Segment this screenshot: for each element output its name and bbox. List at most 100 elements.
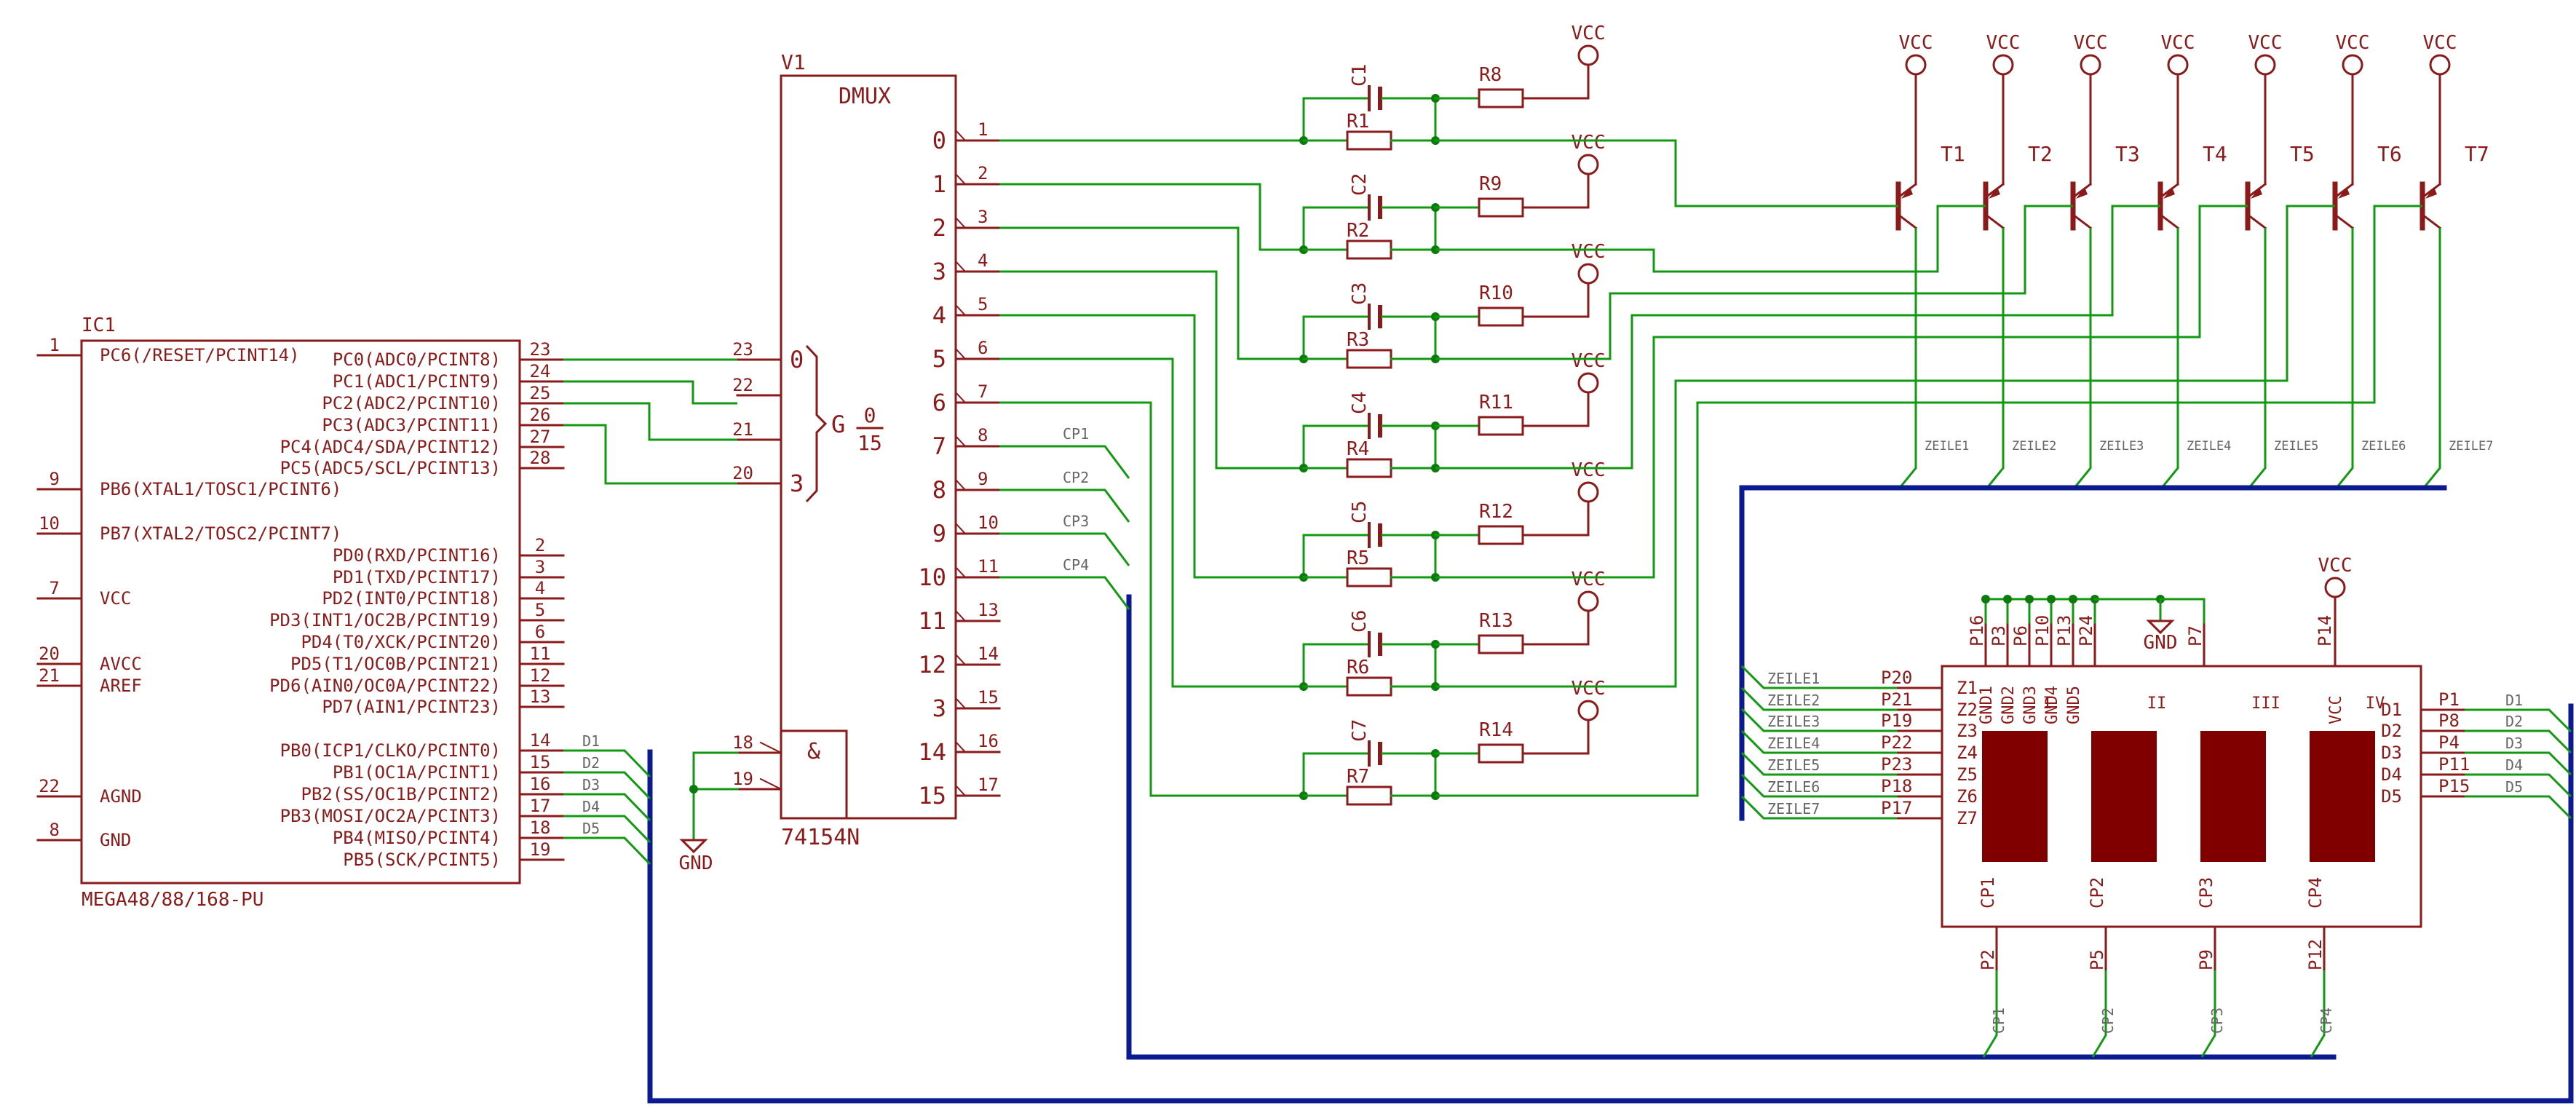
vcc-terminal — [1577, 372, 1599, 394]
resistor-label: R11 — [1479, 392, 1513, 413]
wire-D2 — [563, 771, 651, 800]
resistor — [1346, 130, 1392, 151]
ic1-pin-label: PB4(MISO/PCINT4) — [333, 828, 501, 848]
ic1-pin-label: PC4(ADC4/SDA/PCINT12) — [280, 437, 501, 457]
net-label-d: D3 — [2505, 735, 2523, 752]
capacitor-plate — [1378, 523, 1382, 547]
net-label-zeile: ZEILE1 — [1767, 670, 1820, 687]
display-pin-label: Z6 — [1957, 786, 1978, 807]
ic1-pin-label: PD4(T0/XCK/PCINT20) — [301, 632, 501, 652]
vcc-label: VCC — [1572, 350, 1606, 372]
ic1-pin-label: AVCC — [100, 654, 142, 674]
vcc-label: VCC — [1986, 32, 2021, 54]
v1-and-gate — [780, 729, 848, 820]
transistor-label: T2 — [2028, 142, 2053, 166]
v1-g-num: 0 — [864, 403, 876, 427]
display-pin-number: P9 — [2196, 949, 2216, 970]
ic1-pin-number: 17 — [530, 796, 551, 816]
ic1-pin-number: 7 — [49, 578, 60, 598]
display-pin-label: D1 — [2381, 700, 2402, 720]
v1-inversion-tick — [954, 784, 967, 797]
vcc-label: VCC — [1572, 241, 1606, 263]
wire-CP2 — [2091, 970, 2107, 1058]
v1-title: DMUX — [839, 84, 891, 109]
display-pin-number: P18 — [1881, 776, 1912, 796]
ic1-pin-number: 26 — [530, 405, 551, 425]
transistor-arrow — [2076, 187, 2088, 199]
junction-dot — [2069, 595, 2077, 604]
vcc-label: VCC — [2248, 32, 2283, 54]
v1-select-brace — [805, 344, 828, 503]
ic1-pin-number: 10 — [39, 513, 60, 534]
v1-inversion-tick — [954, 697, 967, 710]
v1-output-label: 3 — [932, 258, 946, 285]
v1-output-label: 4 — [932, 301, 946, 329]
vcc-label: VCC — [2074, 32, 2108, 54]
ic1-pin-label: PD7(AIN1/PCINT23) — [322, 697, 501, 717]
ic1-name: IC1 — [82, 314, 116, 336]
capacitor-plate — [1378, 742, 1382, 765]
wire — [563, 380, 737, 405]
v1-pin-number: 10 — [978, 513, 999, 533]
vcc-terminal — [2429, 54, 2451, 76]
junction-dot — [2003, 595, 2012, 604]
junction-dot — [1981, 595, 1990, 604]
vcc-terminal — [1577, 590, 1599, 612]
net-label-CP3: CP3 — [1063, 513, 1089, 530]
net-label-cp: CP4 — [2318, 1008, 2335, 1034]
net-label-D2: D2 — [582, 754, 600, 772]
transistor-emitter — [2158, 182, 2180, 199]
resistor — [1346, 676, 1392, 697]
v1-pin-number: 5 — [978, 294, 988, 314]
wire-dmux-row-4 — [999, 270, 1304, 470]
display-pin-number: P24 — [2076, 615, 2096, 646]
wire-dmux-row-2 — [999, 183, 1304, 251]
transistor-label: T4 — [2203, 142, 2227, 166]
wire-ZEILE3 — [1740, 708, 1898, 732]
v1-inversion-tick — [954, 609, 967, 622]
resistor — [1346, 240, 1392, 260]
display-digit-label: I — [2042, 695, 2052, 713]
net-label-zeile: ZEILE2 — [2012, 439, 2056, 454]
vcc-label: VCC — [1572, 459, 1606, 481]
display-pin-label: GND1 — [1978, 686, 1996, 724]
resistor — [1346, 567, 1392, 587]
v1-inversion-tick — [954, 435, 967, 448]
v1-output-label: 15 — [918, 782, 946, 810]
v1-inversion-tick — [954, 740, 967, 753]
transistor-collector — [1983, 213, 2005, 230]
v1-inversion-tick — [759, 777, 782, 791]
wire-D4 — [2465, 773, 2572, 798]
resistor — [1478, 634, 1524, 654]
transistor-label: T7 — [2465, 142, 2489, 166]
wire-ZEILE6 — [1740, 773, 1898, 798]
display-pin-number: P7 — [2185, 625, 2206, 646]
display-pin-number: P4 — [2438, 732, 2460, 753]
vcc-terminal — [1577, 154, 1599, 175]
v1-output-label: 5 — [932, 345, 946, 373]
ic1-value: MEGA48/88/168-PU — [82, 889, 263, 911]
transistor-collector — [1896, 213, 1918, 230]
junction-dot — [2025, 595, 2034, 604]
v1-pin-number: 2 — [978, 163, 988, 183]
v1-g-den: 15 — [857, 431, 882, 455]
ic1-pin-number: 28 — [530, 448, 551, 468]
wire-ZEILE6 — [2335, 228, 2354, 488]
ic1-pin-number: 24 — [530, 361, 551, 381]
net-label-CP2: CP2 — [1063, 469, 1089, 486]
v1-pin-number: 23 — [732, 339, 753, 360]
v1-value: 74154N — [781, 825, 860, 850]
capacitor-plate — [1378, 196, 1382, 219]
gnd-label: GND — [679, 852, 713, 874]
net-label-zeile: ZEILE6 — [2361, 439, 2406, 454]
vcc-label: VCC — [2318, 555, 2353, 577]
display-pin-label: D2 — [2381, 721, 2402, 741]
display-pin-label: VCC — [2327, 695, 2345, 724]
vcc-label: VCC — [1572, 23, 1606, 44]
capacitor-label: C4 — [1349, 392, 1371, 414]
v1-inversion-tick — [954, 216, 967, 229]
v1-output-label: 0 — [932, 127, 946, 154]
display-digit — [2200, 731, 2266, 862]
